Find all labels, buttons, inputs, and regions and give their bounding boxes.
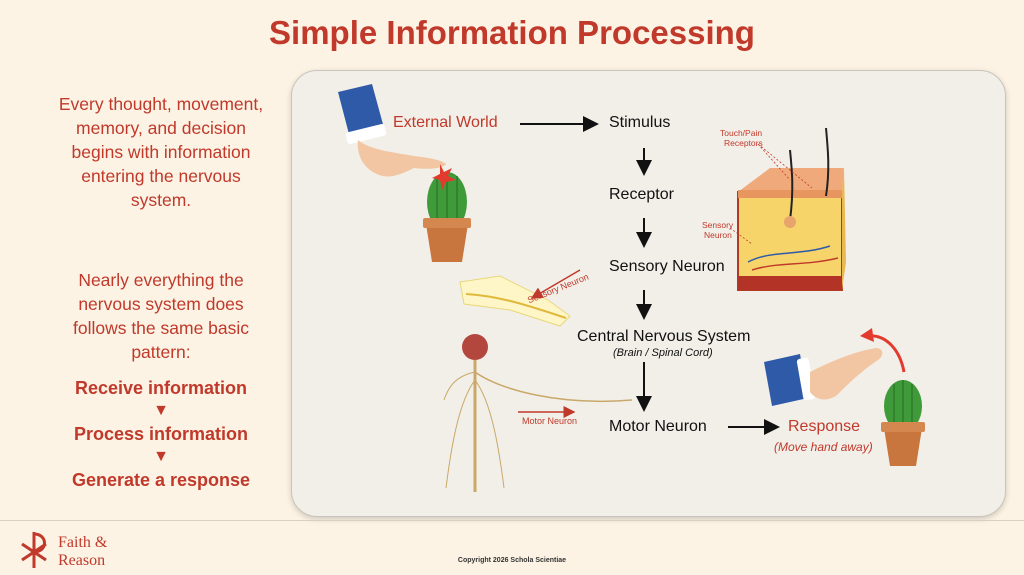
skin-cross-section <box>729 127 846 291</box>
external-world-label: External World <box>393 114 498 131</box>
arm-nerve-illustration <box>459 269 581 327</box>
flow-arrows <box>520 116 780 435</box>
sensory-neuron-label: Sensory Neuron <box>609 258 725 275</box>
nervous-system-figure <box>443 334 633 492</box>
step-generate: Generate a response <box>71 470 251 490</box>
faith-reason-logo-icon <box>21 532 47 568</box>
cactus-pot-icon <box>881 380 925 466</box>
down-triangle-icon: ▼ <box>153 402 169 419</box>
page-title: Simple Information Processing <box>269 14 755 51</box>
response-sublabel: (Move hand away) <box>774 440 873 454</box>
footer-divider <box>0 520 1024 521</box>
skin-sensory-label-1: Sensory <box>702 220 734 230</box>
stimulus-label: Stimulus <box>609 114 671 131</box>
motor-neuron-label: Motor Neuron <box>609 418 707 435</box>
logo-line-1: Faith & <box>58 534 108 551</box>
hand-pointing-icon <box>338 84 446 177</box>
step-process: Process information <box>73 424 249 444</box>
pattern-steps: Receive information ▼ Process informatio… <box>40 376 282 492</box>
logo-text: Faith & Reason <box>58 534 107 570</box>
down-triangle-icon: ▼ <box>153 448 169 465</box>
intro-paragraph: Every thought, movement, memory, and dec… <box>58 94 264 210</box>
skin-sensory-label-2: Neuron <box>704 230 732 240</box>
cns-label: Central Nervous System <box>577 328 751 345</box>
pattern-paragraph: Nearly everything the nervous system doe… <box>72 270 250 362</box>
step-receive: Receive information <box>74 378 248 398</box>
response-label: Response <box>788 418 861 435</box>
arm-motor-neuron-label: Motor Neuron <box>522 416 578 426</box>
cns-sublabel: (Brain / Spinal Cord) <box>613 347 713 359</box>
touch-pain-label-1: Touch/Pain <box>720 128 763 138</box>
copyright-text: Copyright 2026 Schola Scientiae <box>457 557 567 564</box>
receptor-label: Receptor <box>609 186 674 203</box>
hand-withdraw-icon <box>764 328 906 406</box>
touch-pain-label-2: Receptors <box>724 138 763 148</box>
cactus-pot-icon <box>423 164 471 262</box>
logo-line-2: Reason <box>58 552 106 569</box>
